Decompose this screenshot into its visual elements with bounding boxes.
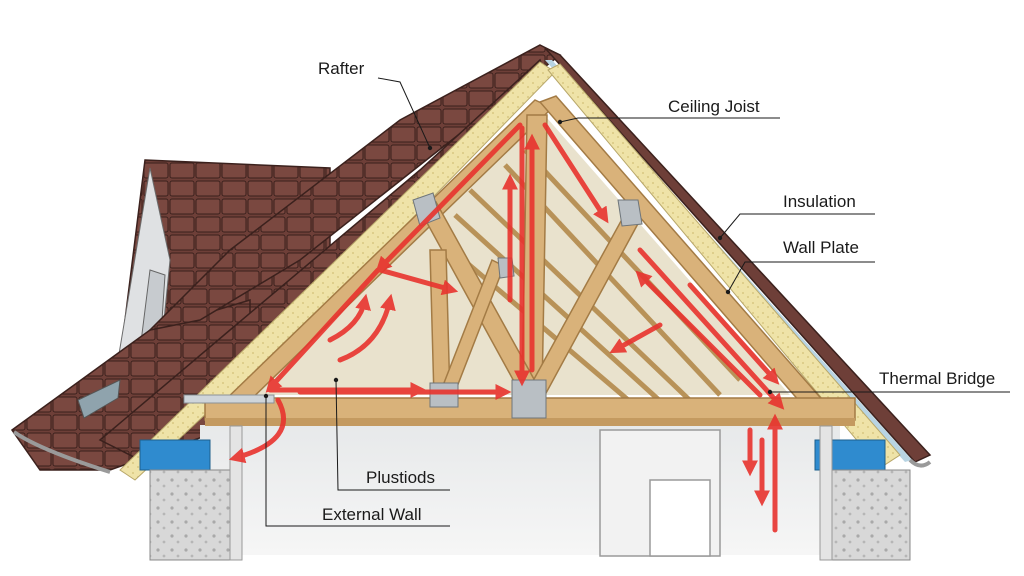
label-ceiling-joist: Ceiling Joist [668,98,760,115]
room-interior [200,425,840,555]
label-external-wall: External Wall [322,506,422,523]
label-thermal-bridge: Thermal Bridge [879,370,995,387]
label-insulation: Insulation [783,193,856,210]
label-rafter: Rafter [318,60,364,77]
label-plustiods: Plustiods [366,469,435,486]
label-wall-plate: Wall Plate [783,239,859,256]
